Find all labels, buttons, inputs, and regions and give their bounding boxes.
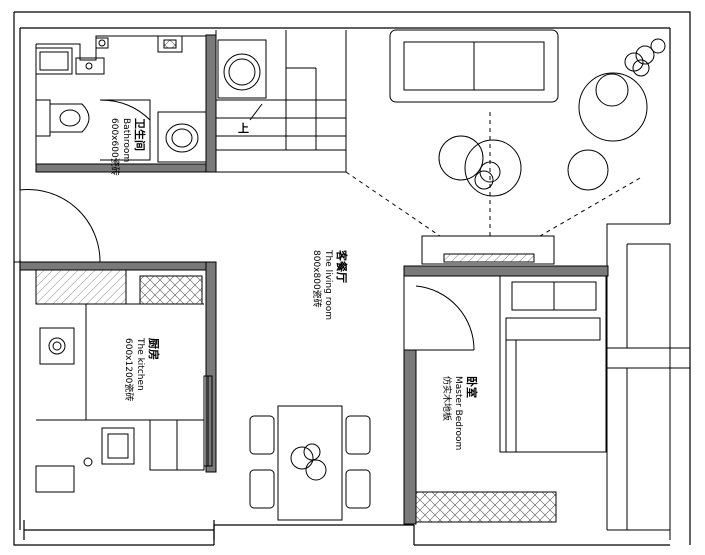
bedroom-door <box>415 285 475 351</box>
toilet-icon <box>49 103 90 133</box>
side-table-icon <box>567 149 609 191</box>
drain-icon <box>85 62 93 70</box>
bedroom-name: 卧室 <box>465 376 479 398</box>
dining-area <box>249 405 371 521</box>
outer-walls <box>13 11 691 546</box>
floor-drain-box <box>75 57 105 75</box>
kitchen-label: 厨房 The kitchen 600x1200瓷砖 <box>123 337 161 401</box>
kitchen-size: 600x1200瓷砖 <box>123 338 135 401</box>
plant-icon <box>290 446 314 470</box>
staircase <box>215 30 347 173</box>
bay-window <box>606 223 690 540</box>
wash-basin-icon <box>165 123 199 153</box>
sink-basin <box>39 51 69 71</box>
kitchen-counter-north <box>35 269 127 305</box>
kitchen-sink-icon <box>101 427 135 465</box>
kitchen <box>19 261 217 493</box>
tv-icon <box>443 253 535 263</box>
living-english: The living room <box>323 249 333 320</box>
sofa-icon <box>389 29 559 103</box>
chair-icon <box>345 469 371 509</box>
stove-icon <box>39 327 75 365</box>
coffee-table-icon <box>464 139 522 197</box>
labels: 上 卫生间 Bathroom 600x600瓷砖 客餐厅 The living … <box>109 118 479 450</box>
dining-table <box>277 405 343 521</box>
bathroom <box>35 34 217 173</box>
entrance-door <box>14 189 101 263</box>
kitchen-wall-east <box>205 261 217 473</box>
kitchen-english: The kitchen <box>135 337 145 391</box>
shower-icon <box>157 35 183 53</box>
living-room <box>345 29 666 265</box>
bathroom-size: 600x600瓷砖 <box>109 118 121 176</box>
bathroom-label: 卫生间 Bathroom 600x600瓷砖 <box>109 118 147 176</box>
chair-icon <box>345 415 371 455</box>
kitchen-name: 厨房 <box>147 338 161 360</box>
bed-icon <box>499 275 607 453</box>
stair-label: 上 <box>238 121 249 135</box>
sink-cabinet <box>35 47 73 75</box>
bathroom-wall-east <box>205 34 217 173</box>
bathroom-name: 卫生间 <box>133 118 147 151</box>
stool-icon <box>438 135 484 181</box>
wash-basin-cabinet <box>157 111 207 163</box>
bedroom-wall-north <box>403 265 609 277</box>
tv-cabinet <box>421 235 555 265</box>
living-name: 客餐厅 <box>335 249 349 283</box>
living-size: 800x800瓷砖 <box>311 250 323 308</box>
plant-icon <box>624 52 644 72</box>
bathroom-wall-south <box>35 163 217 173</box>
bathroom-english: Bathroom <box>121 118 131 162</box>
bedroom-english: Master Bedroom <box>453 376 463 450</box>
shower-door <box>99 99 151 121</box>
chair-icon <box>249 415 275 455</box>
wardrobe-icon <box>415 491 557 523</box>
bedroom-label: 卧室 Master Bedroom 仿实木地板 <box>441 376 479 450</box>
kitchen-corner-cabinet <box>35 465 75 493</box>
drain-icon <box>83 457 93 467</box>
toilet-tank <box>35 99 51 137</box>
kitchen-cabinet-north <box>139 275 203 305</box>
bedroom-size: 仿实木地板 <box>441 376 453 421</box>
bedroom-wall-west <box>403 349 417 525</box>
washing-machine-drum <box>223 53 261 91</box>
chair-icon <box>249 469 275 509</box>
washing-machine <box>217 39 267 99</box>
armchair-icon <box>578 72 648 142</box>
bedroom <box>403 265 609 525</box>
living-label: 客餐厅 The living room 800x800瓷砖 <box>311 249 349 320</box>
vent-icon <box>95 37 109 49</box>
